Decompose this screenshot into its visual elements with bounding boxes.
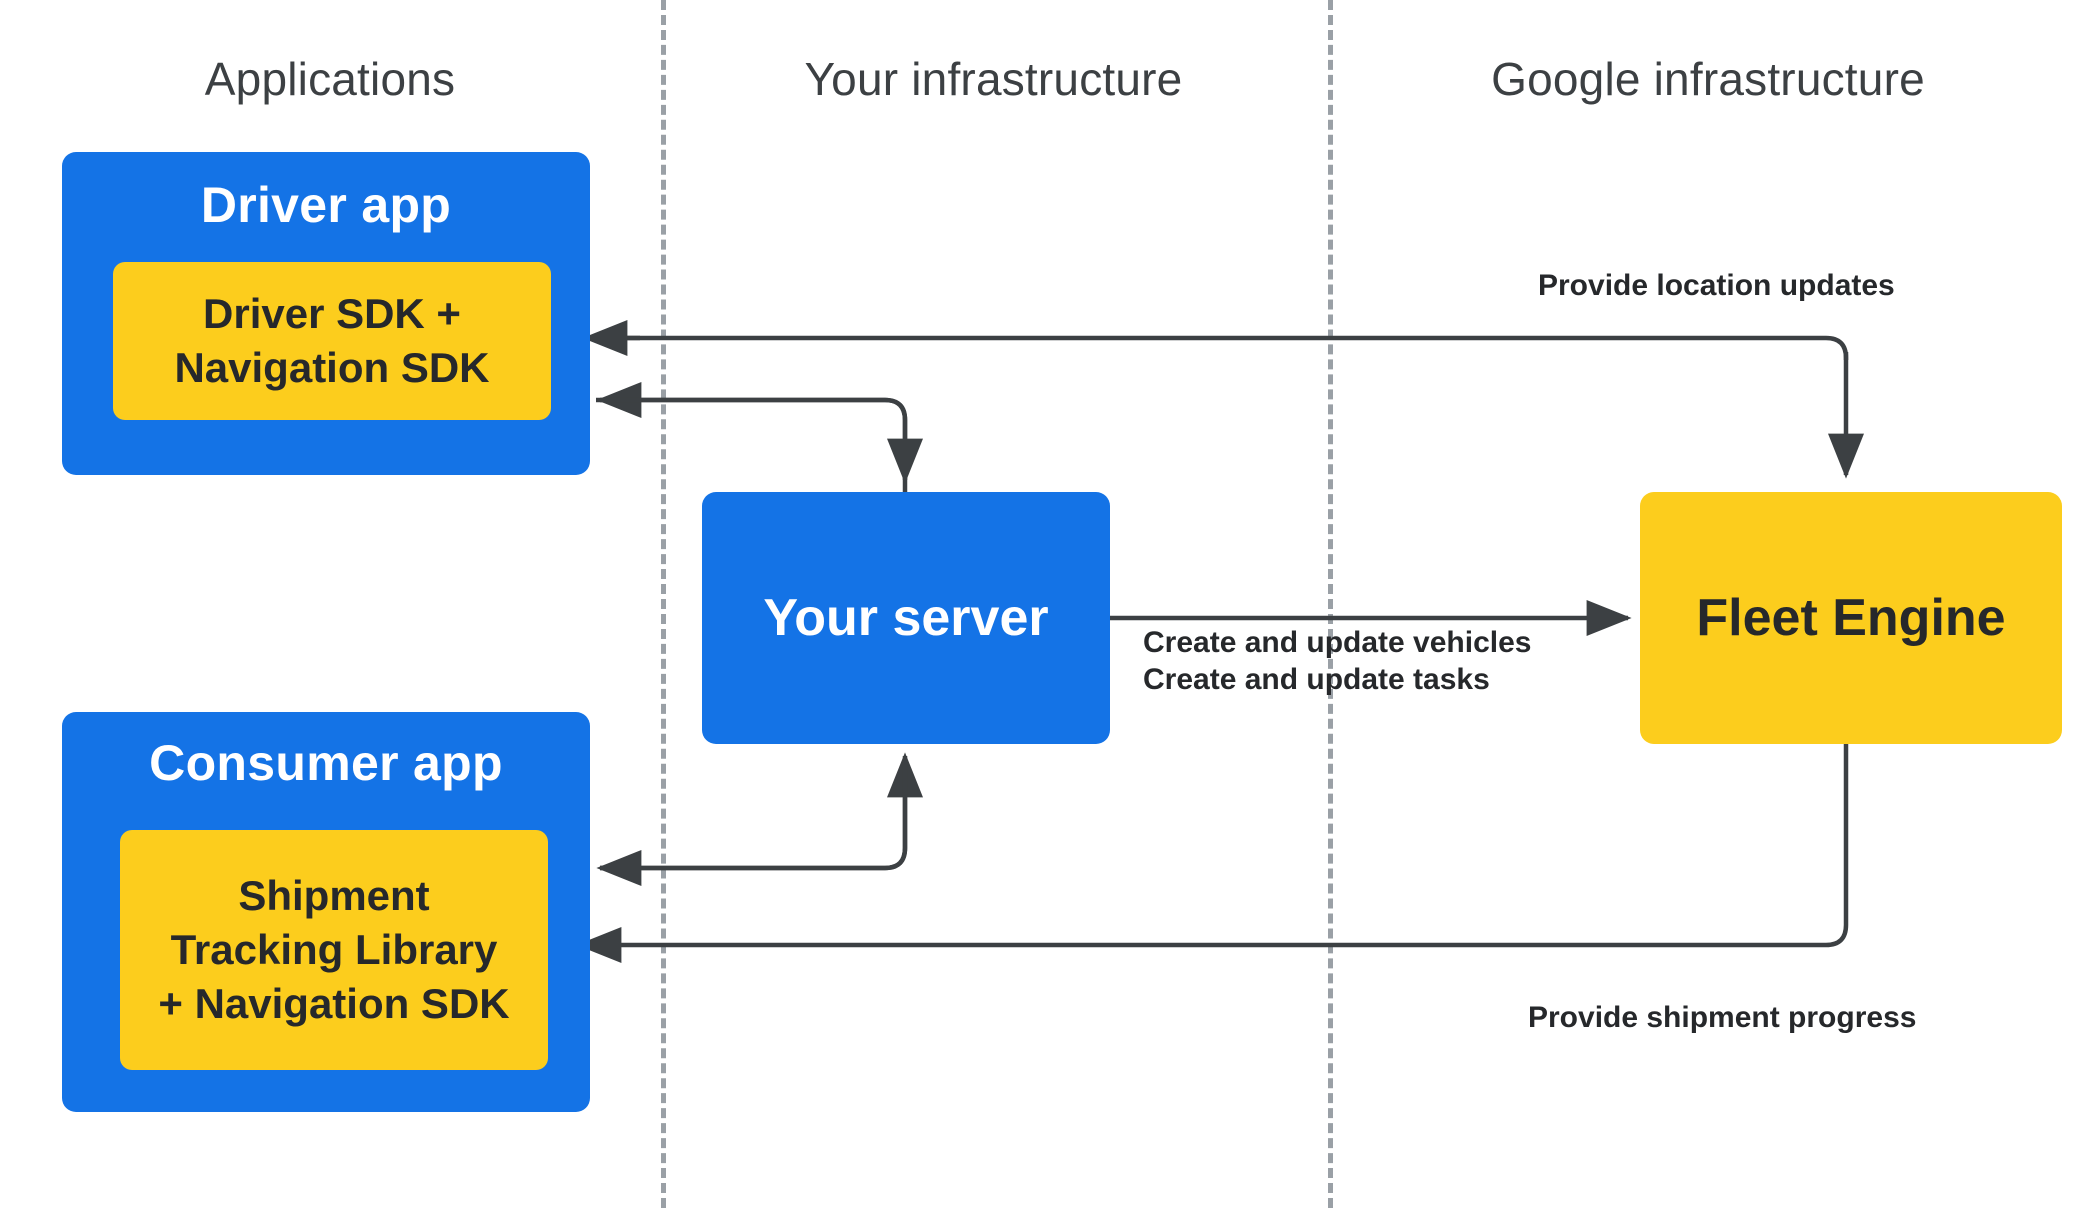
driver-app-title: Driver app — [200, 177, 452, 233]
node-fleet-engine[interactable]: Fleet Engine — [1640, 492, 2062, 744]
node-your-server[interactable]: Your server — [702, 492, 1110, 744]
edge-label-location-updates: Provide location updates — [1538, 269, 1895, 302]
edge-label-create-update-vehicles: Create and update vehicles — [1143, 626, 1532, 659]
node-driver-sdk[interactable]: Driver SDK + Navigation SDK — [113, 262, 551, 420]
node-consumer-app[interactable]: Consumer app Shipment Tracking Library +… — [62, 712, 590, 1112]
consumer-app-title: Consumer app — [149, 735, 503, 791]
consumer-sdk-label: Shipment Tracking Library + Navigation S… — [158, 872, 510, 1027]
arrow-shipment-progress — [576, 744, 1849, 963]
arrow-consumer-to-server — [600, 752, 923, 871]
arrow-driver-app-to-server — [596, 397, 923, 484]
edge-label-create-update-tasks: Create and update tasks — [1143, 662, 1490, 696]
column-header-google-infrastructure: Google infrastructure — [1491, 53, 1925, 105]
arrow-server-to-driver-app — [596, 382, 908, 492]
arrow-location-updates-horizontal — [579, 335, 1849, 360]
driver-sdk-label: Driver SDK + Navigation SDK — [174, 290, 490, 391]
swimlane-divider-left — [661, 0, 666, 1208]
node-consumer-sdk[interactable]: Shipment Tracking Library + Navigation S… — [120, 830, 548, 1070]
arrow-server-to-consumer-app — [596, 760, 908, 886]
edge-label-create-and-update: Create and update vehicles Create and up… — [1143, 625, 1531, 698]
node-driver-app[interactable]: Driver app Driver SDK + Navigation SDK — [62, 152, 590, 475]
swimlane-divider-right — [1328, 0, 1333, 1208]
edge-label-shipment-progress: Provide shipment progress — [1528, 1001, 1917, 1034]
column-header-applications: Applications — [204, 53, 456, 105]
column-header-your-infrastructure: Your infrastructure — [804, 53, 1183, 105]
